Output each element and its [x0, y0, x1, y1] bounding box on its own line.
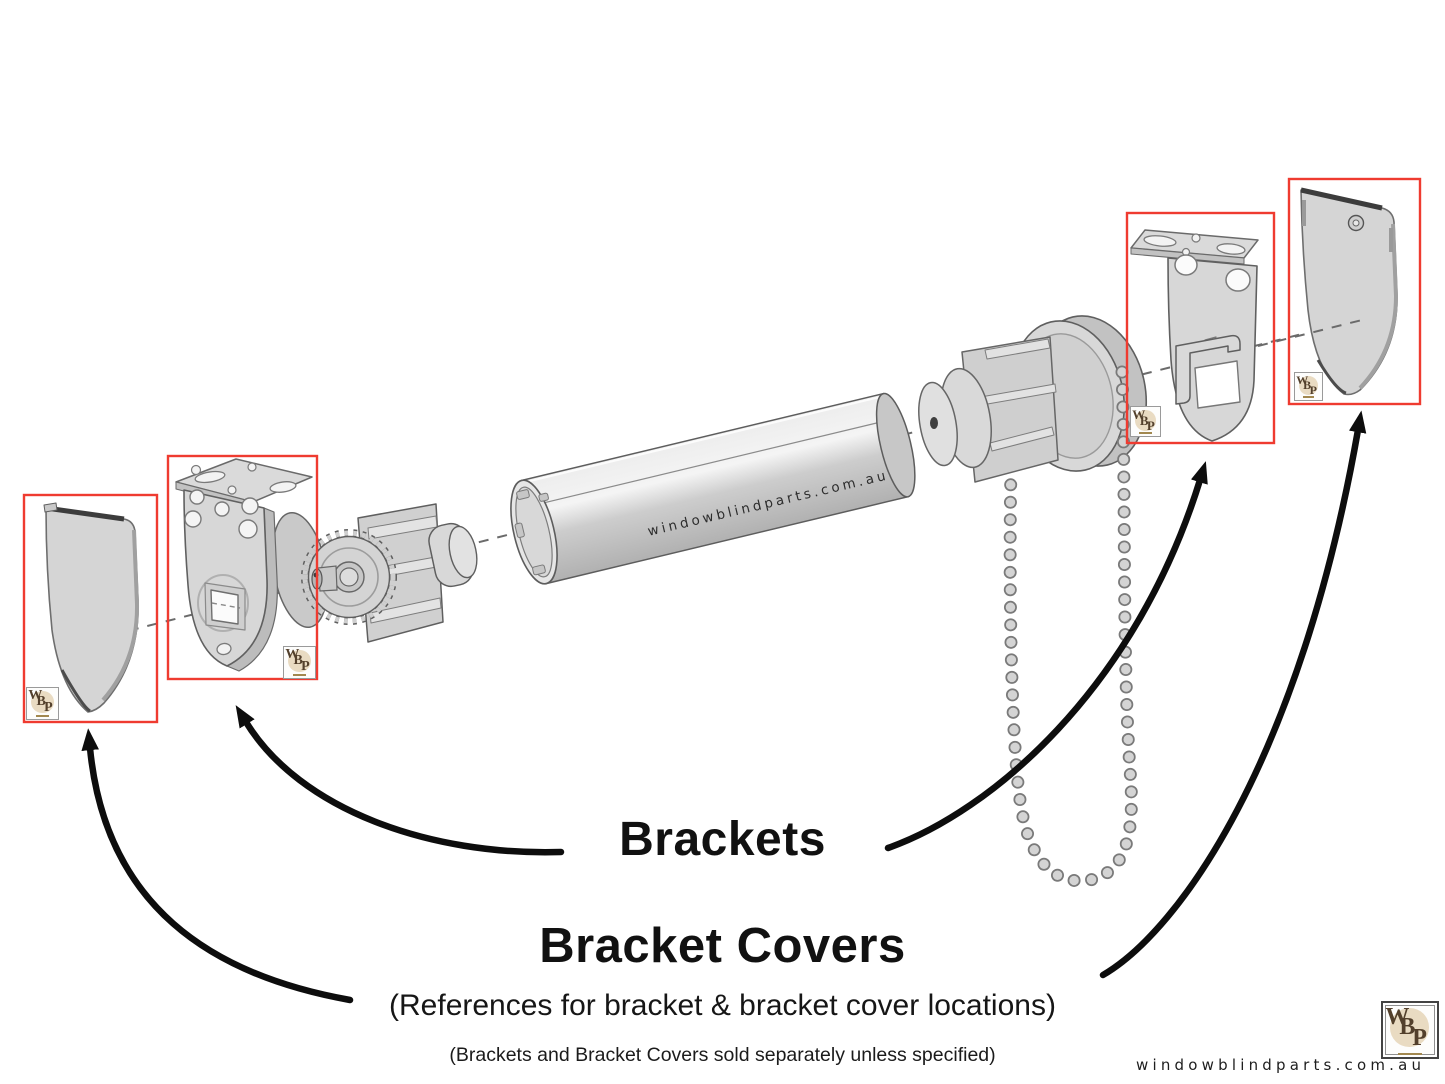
brackets-label: Brackets [619, 813, 826, 866]
highlight-box-bracket-cover-left [22, 493, 159, 724]
part-bead-chain [1003, 365, 1138, 888]
part-clutch-left [357, 503, 478, 643]
bracket-right-wire-clip [1175, 334, 1241, 405]
wbp-watermark-badge: W B P [1130, 406, 1161, 437]
arrow-brackets-to-left-bracket [235, 705, 565, 856]
part-roller-tube [510, 392, 916, 585]
wbp-letter-b: B [36, 694, 46, 709]
wbp-letter-p: P [1146, 418, 1155, 434]
highlight-box-bracket-right [1125, 211, 1276, 445]
part-clutch-right [918, 315, 1148, 483]
wbp-watermark-badge: W B P [26, 687, 59, 720]
part-bracket-left [175, 458, 329, 672]
wbp-letter-p: P [301, 659, 310, 675]
footer-site-url: windowblindparts.com.au [1136, 1056, 1426, 1074]
wbp-letter-b: B [1399, 1014, 1416, 1040]
part-sprocket-gear [301, 529, 397, 625]
highlight-box-bracket-left [166, 454, 319, 681]
wbp-letter-p: P [1309, 383, 1317, 398]
sold-separately-note: (Brackets and Bracket Covers sold separa… [449, 1044, 996, 1066]
wbp-letter-p: P [44, 700, 53, 716]
wbp-letter-b: B [1139, 412, 1149, 428]
wbp-letter-w: W [1296, 372, 1309, 387]
bracket-right-square-hole [1194, 360, 1241, 409]
arrow-covers-to-right-cover [1099, 410, 1367, 979]
wbp-logo: W B P [1381, 1001, 1439, 1059]
wbp-letter-b: B [1303, 378, 1312, 392]
bracket-covers-label: Bracket Covers [539, 919, 906, 973]
arrow-brackets-to-right-bracket [884, 461, 1208, 852]
bracket-left-square-hole [210, 589, 239, 625]
part-bracket-right [1130, 229, 1259, 442]
wbp-letter-p: P [1412, 1024, 1427, 1051]
part-bracket-cover-left [43, 502, 140, 713]
part-bracket-cover-right [1257, 187, 1398, 396]
wbp-letter-w: W [1385, 1003, 1410, 1030]
wbp-letter-w: W [285, 646, 300, 662]
highlight-box-bracket-cover-right [1287, 177, 1422, 406]
wbp-watermark-badge: W B P [1294, 372, 1323, 401]
wbp-letter-w: W [28, 687, 43, 703]
reference-note: (References for bracket & bracket cover … [389, 989, 1056, 1022]
wbp-watermark-badge: W B P [283, 646, 316, 679]
arrow-covers-to-left-cover [81, 728, 354, 1004]
wbp-letter-w: W [1132, 406, 1146, 422]
wbp-letter-b: B [293, 653, 303, 668]
